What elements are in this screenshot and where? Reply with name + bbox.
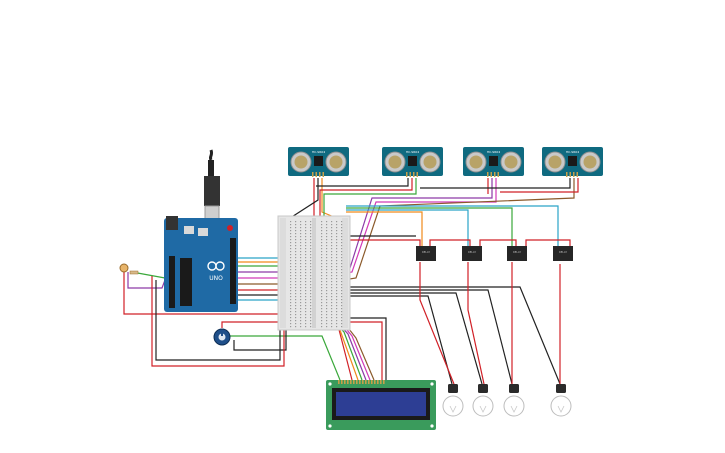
ultrasonic-sensor-4: HC-SR04 [542, 147, 603, 177]
wire-arduino-power-black [155, 280, 281, 361]
relay-body [416, 246, 436, 261]
relay-2: RELAY [462, 246, 482, 261]
relay-modules: RELAY RELAY RELAY RELAY [416, 246, 573, 261]
ultrasonic-sensors: HC-SR04 HC-SR04 HC-SR04 HC-SR04 [288, 147, 603, 177]
bulb-socket [448, 384, 458, 393]
wire-arduino-power-red [151, 276, 285, 367]
sensor-label: HC-SR04 [312, 150, 325, 154]
relay-body [507, 246, 527, 261]
power-jack [166, 216, 178, 230]
wire-relay-power-red [346, 239, 571, 248]
wire-pot-black [233, 318, 287, 351]
relay-4: RELAY [553, 246, 573, 261]
arduino-uno: UNO [164, 149, 238, 312]
wire-bb-bulb1-black [346, 295, 453, 385]
arduino-logo [207, 261, 225, 271]
photoresistor-head [119, 263, 129, 273]
relay-body [462, 246, 482, 261]
relay-label: RELAY [559, 250, 568, 254]
relay-label: RELAY [422, 250, 431, 254]
wire-bb-relay3 [346, 207, 513, 246]
usb-plug [208, 160, 214, 176]
light-bulbs [442, 384, 572, 417]
bulb-glass [503, 395, 525, 417]
wire-ldr-red [123, 272, 282, 315]
bulb-glass [472, 395, 494, 417]
lcd-module [326, 380, 436, 430]
wire-pot-green [230, 335, 341, 381]
wire-ldr-purple [127, 272, 166, 289]
reset-button [227, 225, 233, 231]
wire-bb-bulb3-black [346, 289, 513, 385]
bulb-socket [509, 384, 519, 393]
bulb-socket [478, 384, 488, 393]
wire-pot-red [221, 321, 290, 328]
usb-cable-head [204, 176, 220, 206]
light-bulb-1 [442, 384, 464, 417]
ultrasonic-sensor-2: HC-SR04 [382, 147, 443, 177]
relay-3: RELAY [507, 246, 527, 261]
light-bulb-3 [503, 384, 525, 417]
wire-bb-sensor1-orange [321, 178, 347, 223]
relay-body [553, 246, 573, 261]
arduino-label: UNO [209, 275, 223, 282]
wire-bb-bulb2-black [346, 292, 483, 385]
bulb-glass [550, 395, 572, 417]
light-bulb-2 [472, 384, 494, 417]
bulb-glass [442, 395, 464, 417]
wire-bb-sensor4-c [500, 178, 579, 193]
wire-bb-bulb4-black [346, 286, 561, 385]
wire-relay2-bulb2-red [467, 262, 485, 385]
sensor-label: HC-SR04 [566, 150, 579, 154]
breadboard [277, 215, 351, 331]
bulb-socket [556, 384, 566, 393]
wire-bb-relay2 [346, 209, 469, 246]
potentiometer [213, 328, 231, 346]
resistor [129, 270, 139, 275]
wire-bb-relay1 [346, 211, 423, 246]
wire-relay1-bulb1-red [419, 262, 455, 385]
wire-bb-sensor2-c [316, 178, 409, 187]
relay-label: RELAY [513, 250, 522, 254]
ultrasonic-sensor-3: HC-SR04 [463, 147, 524, 177]
sensor-label: HC-SR04 [487, 150, 500, 154]
breadboard-holes [290, 221, 343, 328]
sensor-label: HC-SR04 [406, 150, 419, 154]
photoresistor [119, 263, 139, 275]
wire-bb-relay4 [346, 205, 559, 248]
atmega-chip [180, 258, 192, 306]
lcd-pins [338, 380, 385, 384]
relay-label: RELAY [468, 250, 477, 254]
ultrasonic-sensor-1: HC-SR04 [288, 147, 349, 177]
relay-1: RELAY [416, 246, 436, 261]
light-bulb-4 [550, 384, 572, 417]
lcd-screen [336, 392, 426, 416]
wire-bb-sensor4-b [420, 178, 571, 189]
wire-bb-sensor1-black [283, 178, 319, 223]
